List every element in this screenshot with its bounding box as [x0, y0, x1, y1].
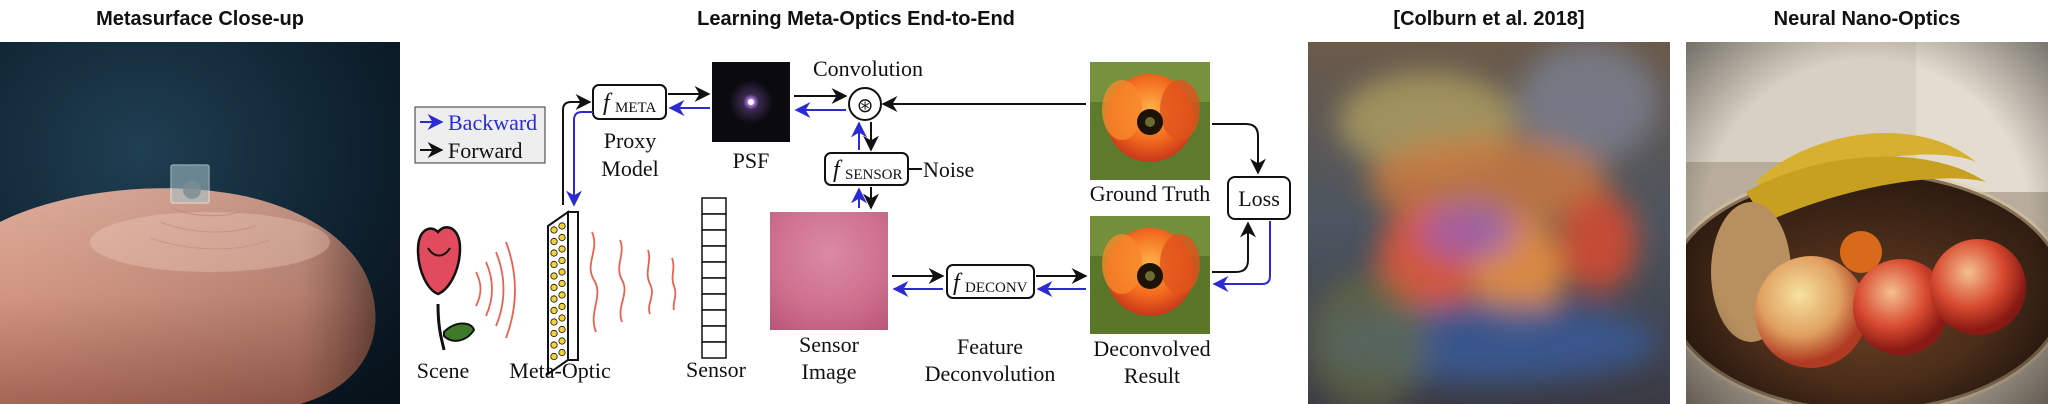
meta-atom-icon — [558, 256, 566, 265]
meta-atom-icon — [558, 325, 566, 334]
meta-atom-icon — [550, 352, 558, 361]
f-deconv-f: f — [953, 270, 963, 296]
meta-optic-label: Meta-Optic — [509, 358, 611, 383]
f-sensor-sub: SENSOR — [845, 167, 903, 183]
sensor-image-label-2: Image — [802, 359, 857, 384]
convolution-label: Convolution — [813, 56, 923, 81]
meta-atom-icon — [550, 260, 558, 269]
colburn-result-image — [1308, 42, 1670, 404]
feature-deconvolution-label-2: Deconvolution — [925, 361, 1056, 386]
scene-label: Scene — [417, 358, 470, 383]
incident-waves — [475, 241, 516, 339]
ground-truth-image — [1090, 62, 1210, 180]
sensor-pixel — [701, 325, 727, 343]
f-meta-f: f — [603, 90, 613, 116]
flow-arrows — [562, 86, 1271, 297]
sensor-pixel — [701, 213, 727, 231]
f-sensor-f: f — [833, 157, 843, 183]
sensor-pixel — [701, 309, 727, 327]
meta-optic-icon — [547, 210, 579, 376]
meta-atom-icon — [558, 245, 566, 253]
meta-atom-icon — [558, 279, 566, 288]
sensor-pixel — [701, 197, 727, 215]
meta-atom-icon — [550, 318, 558, 326]
convolution-symbol: ⊛ — [857, 93, 874, 117]
sensor-image — [770, 212, 888, 330]
loss-box — [1227, 176, 1291, 220]
psf-label: PSF — [733, 148, 770, 173]
meta-atom-icon — [550, 283, 558, 292]
meta-atom-icon — [550, 295, 558, 303]
psf-image — [712, 62, 790, 142]
meta-atom-icon — [558, 348, 566, 357]
f-meta-sub: META — [615, 100, 656, 116]
neural-title: Neural Nano-Optics — [1773, 8, 1961, 30]
f-sensor-box: f SENSOR — [824, 152, 909, 186]
sensor-icon — [701, 197, 727, 359]
meta-atom-icon — [550, 306, 558, 315]
sensor-pixel — [701, 341, 727, 359]
noise-label: Noise — [923, 157, 974, 182]
neural-nano-optics-result-image — [1686, 42, 2048, 404]
pipeline-diagram: Backward Forward f META Proxy Model PSF … — [414, 56, 1291, 388]
meta-atom-icon — [558, 337, 566, 345]
meta-atom-icon — [550, 329, 558, 338]
meta-atom-icon — [550, 341, 558, 349]
proxy-label-2: Model — [601, 156, 658, 181]
proxy-label-1: Proxy — [604, 128, 657, 153]
sensor-pixel — [701, 261, 727, 279]
ground-truth-label: Ground Truth — [1090, 181, 1210, 206]
f-deconv-box: f DECONV — [946, 264, 1035, 299]
sensor-pixel — [701, 293, 727, 311]
sensor-pixel — [701, 277, 727, 295]
deconvolved-label-1: Deconvolved — [1093, 336, 1210, 361]
legend-backward-label: Backward — [448, 110, 537, 135]
meta-atom-icon — [550, 249, 558, 257]
metasurface-closeup-photo — [0, 42, 400, 404]
deconvolved-label-2: Result — [1124, 363, 1180, 388]
scene-rose-icon — [416, 226, 476, 351]
meta-atom-icon — [550, 272, 558, 280]
pipeline-title: Learning Meta-Optics End-to-End — [697, 8, 1015, 30]
meta-atom-icon — [558, 268, 566, 276]
convolution-operator-icon — [848, 87, 882, 121]
legend: Backward Forward — [414, 106, 546, 164]
sensor-label: Sensor — [686, 357, 747, 382]
loss-label: Loss — [1238, 186, 1280, 211]
legend-forward-label: Forward — [448, 138, 523, 163]
transmitted-waves — [589, 231, 677, 333]
colburn-title: [Colburn et al. 2018] — [1393, 8, 1585, 30]
meta-atom-icon — [550, 237, 558, 246]
deconvolved-result-image — [1090, 216, 1210, 334]
meta-atom-icon — [550, 226, 558, 234]
meta-atom-icon — [558, 222, 566, 230]
feature-deconvolution-label-1: Feature — [957, 334, 1023, 359]
f-meta-box: f META — [592, 84, 667, 120]
meta-atom-icon — [558, 291, 566, 299]
sensor-pixel — [701, 245, 727, 263]
meta-atom-icon — [558, 302, 566, 311]
closeup-title: Metasurface Close-up — [96, 8, 304, 30]
sensor-pixel — [701, 229, 727, 247]
meta-atom-icon — [558, 314, 566, 322]
sensor-image-label-1: Sensor — [799, 332, 860, 357]
f-deconv-sub: DECONV — [965, 280, 1028, 296]
meta-atom-icon — [558, 233, 566, 242]
